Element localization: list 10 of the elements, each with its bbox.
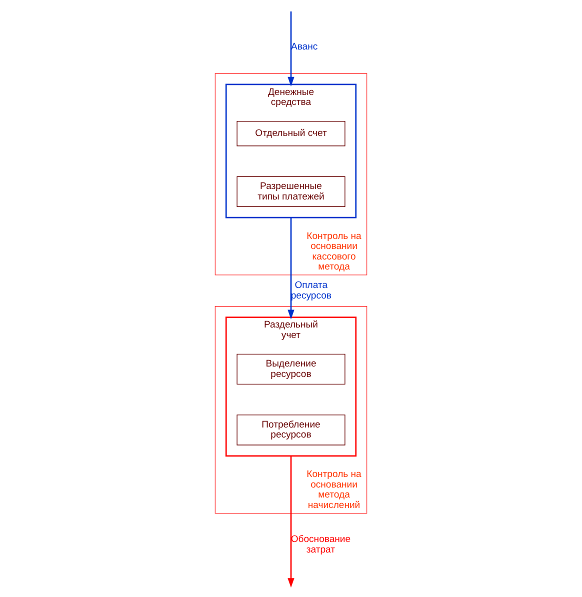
edge-label: Обоснование затрат [290, 534, 351, 556]
node-box: Отдельный счет [236, 120, 346, 146]
node-box: Потребление ресурсов [236, 414, 346, 446]
arrow [288, 218, 294, 320]
node-box: Выделение ресурсов [236, 354, 346, 385]
arrow [288, 11, 294, 86]
arrow [288, 456, 294, 588]
edge-label: Оплата ресурсов [290, 280, 332, 302]
edge-label: Аванс [290, 42, 318, 53]
node-box: Разрешенные типы платежей [236, 176, 346, 207]
